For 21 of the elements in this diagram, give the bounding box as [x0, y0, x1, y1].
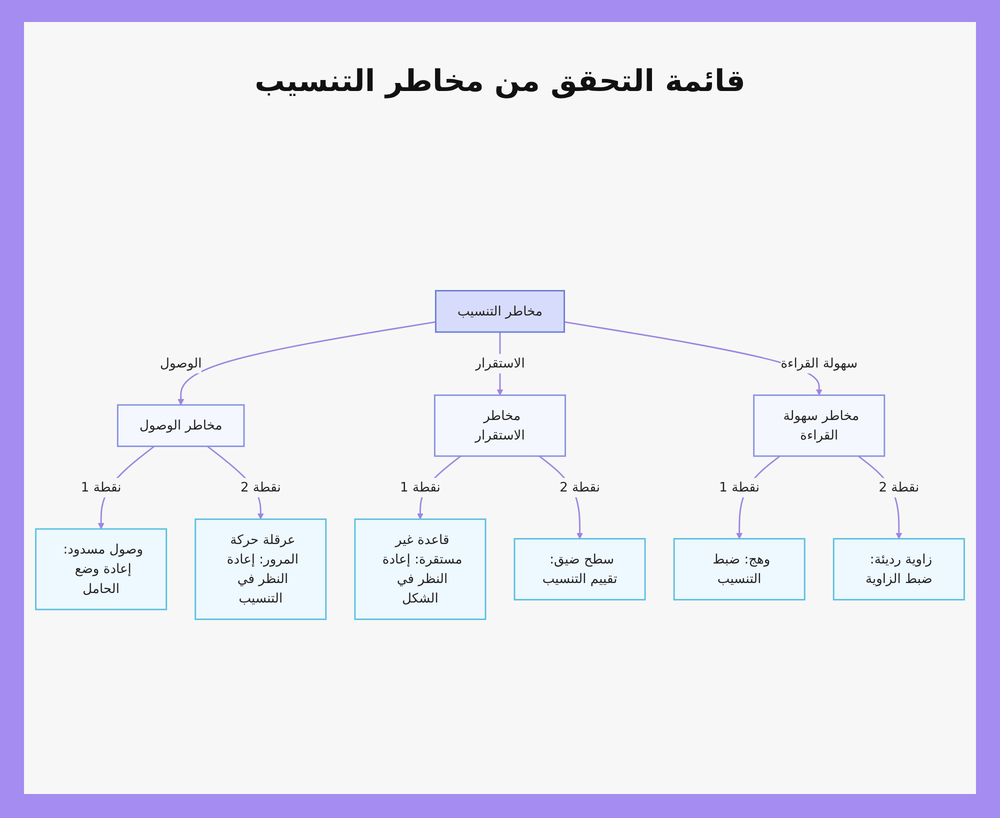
node-box: وهج: ضبط التنسيب — [673, 538, 806, 600]
edge-label: نقطة 2 — [560, 480, 600, 496]
node-box: عرقلة حركة المرور: إعادة النظر في التنسيب — [194, 518, 327, 620]
edge-label: نقطة 1 — [400, 480, 440, 496]
edge-label: الوصول — [160, 356, 202, 372]
node-box: سطح ضيق: تقييم التنسيب — [514, 538, 646, 600]
node-box: زاوية رديئة: ضبط الزاوية — [832, 538, 965, 600]
title: قائمة التحقق من مخاطر التنسيب — [254, 64, 746, 99]
edge-label: نقطة 2 — [240, 480, 281, 496]
arrow — [564, 321, 822, 396]
node-box: مخاطر سهولة القراءة — [753, 394, 886, 457]
edge-label: سهولة القراءة — [780, 356, 858, 372]
node-box: مخاطر الاستقرار — [434, 394, 566, 457]
node-box: مخاطر الوصول — [116, 404, 245, 448]
edge-label: نقطة 1 — [719, 480, 760, 496]
node-box: وصول مسدود: إعادة وضع الحامل — [35, 528, 168, 610]
edge-label: نقطة 2 — [878, 480, 920, 496]
arrow — [178, 321, 436, 406]
node-box: مخاطر التنسيب — [435, 290, 565, 333]
node-box: قاعدة غير مستقرة: إعادة النظر في الشكل — [354, 518, 486, 620]
edge-label: نقطة 1 — [80, 480, 122, 496]
